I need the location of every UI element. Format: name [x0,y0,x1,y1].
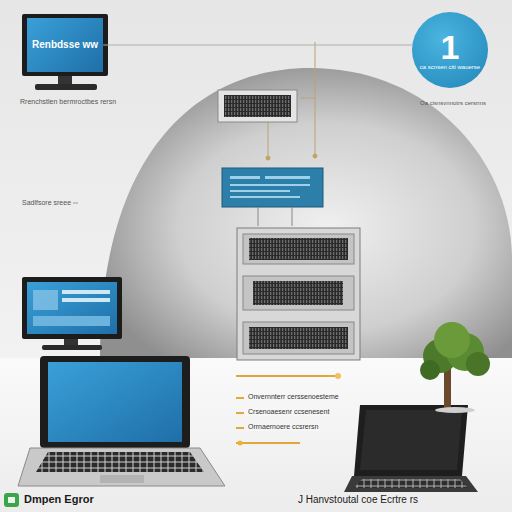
control-panel-part [222,168,323,207]
monitor-top-part [35,84,97,90]
monitor-top [22,14,108,90]
control-panel-part [230,190,290,192]
laptop-right [344,405,478,492]
orange-leader-lines-part [236,397,244,399]
logo-icon-part [8,497,15,503]
vent-unit [218,90,297,122]
control-panel-part [230,176,260,179]
monitor-middle-part [42,345,102,350]
tree-part [466,352,490,376]
laptop-right-part [354,479,468,488]
laptop-right-part [360,410,462,470]
server-rack-part [243,322,354,354]
monitor-middle-part [22,277,122,339]
side-note: Rrenchstlen bermroctbes rersn [18,98,118,106]
vent-unit-part [224,95,291,117]
tree-part [435,407,475,413]
monitor-top-part [22,14,108,76]
node-body: ca scnsen citi wauerse [420,64,480,71]
tree-part [434,322,470,358]
laptop-left-part [18,448,225,486]
logo-icon-part [4,493,19,507]
list-note: Crsenoaesenr ccsenesent [246,408,331,416]
step-number-circle: 1ca scnsen citi wauerse [412,12,488,88]
monitor-screen: Renbdsse ww [27,18,103,72]
laptop-left-part [100,475,144,483]
laptop-left-part [40,356,190,448]
control-panel-part [258,207,259,226]
monitor-middle-part [62,290,110,294]
monitor-middle-part [64,339,78,345]
leader-wires-part [315,42,316,158]
control-panel [222,168,323,226]
orange-leader-lines [236,373,341,446]
control-panel-part [230,184,310,186]
monitor-middle-part [62,298,110,302]
server-rack-part [249,327,348,349]
leader-wires-part [266,156,270,160]
footer-note: J Hanvstoutal coe Ecrtre rs [296,494,420,506]
server-rack-part [253,281,343,305]
logo-icon [4,493,19,507]
list-note: Onvernnterr cerssenoesteme [246,393,341,401]
brand-name: Dmpen Egror [22,493,96,506]
vent-unit-part [218,90,297,122]
list-note: Orrnaernoere ccsrersn [246,423,320,431]
laptop-left [18,356,225,486]
monitor-middle-part [33,290,58,310]
tree-part [420,360,440,380]
connector-line [103,44,412,45]
side-note: Oa cisnsvnnotrs cersrms [418,100,488,107]
leader-wires-part [268,122,269,160]
monitor-middle [22,277,122,350]
side-note: Sadlfsore sreee [20,199,73,207]
monitor-middle-part [27,282,117,334]
node-title: 1 [441,30,460,64]
control-panel-part [265,176,310,179]
server-rack-part [243,276,354,310]
node-title: Renbdsse ww [32,39,98,51]
server-rack-part [243,234,354,264]
tree-part [444,366,451,410]
leader-wires-part [300,98,315,99]
server-rack [237,228,360,360]
orange-leader-lines-part [238,441,243,446]
leader-wires-part [313,154,317,158]
orange-leader-lines-part [335,373,341,379]
monitor-top-part [58,76,72,84]
orange-leader-lines-part [236,412,244,414]
background-part [0,358,512,512]
monitor-middle-part [33,316,110,326]
server-rack-part [249,238,348,260]
orange-leader-lines-part [236,427,244,429]
orange-leader-lines-part [236,375,340,377]
control-panel-part [230,196,300,198]
laptop-right-part [344,476,478,492]
control-panel-part [292,207,293,226]
tree [420,322,490,413]
orange-leader-lines-part [236,442,300,444]
laptop-right-part [354,405,468,476]
laptop-left-part [48,362,182,442]
server-rack-part [237,228,360,360]
laptop-left-part [36,452,204,472]
